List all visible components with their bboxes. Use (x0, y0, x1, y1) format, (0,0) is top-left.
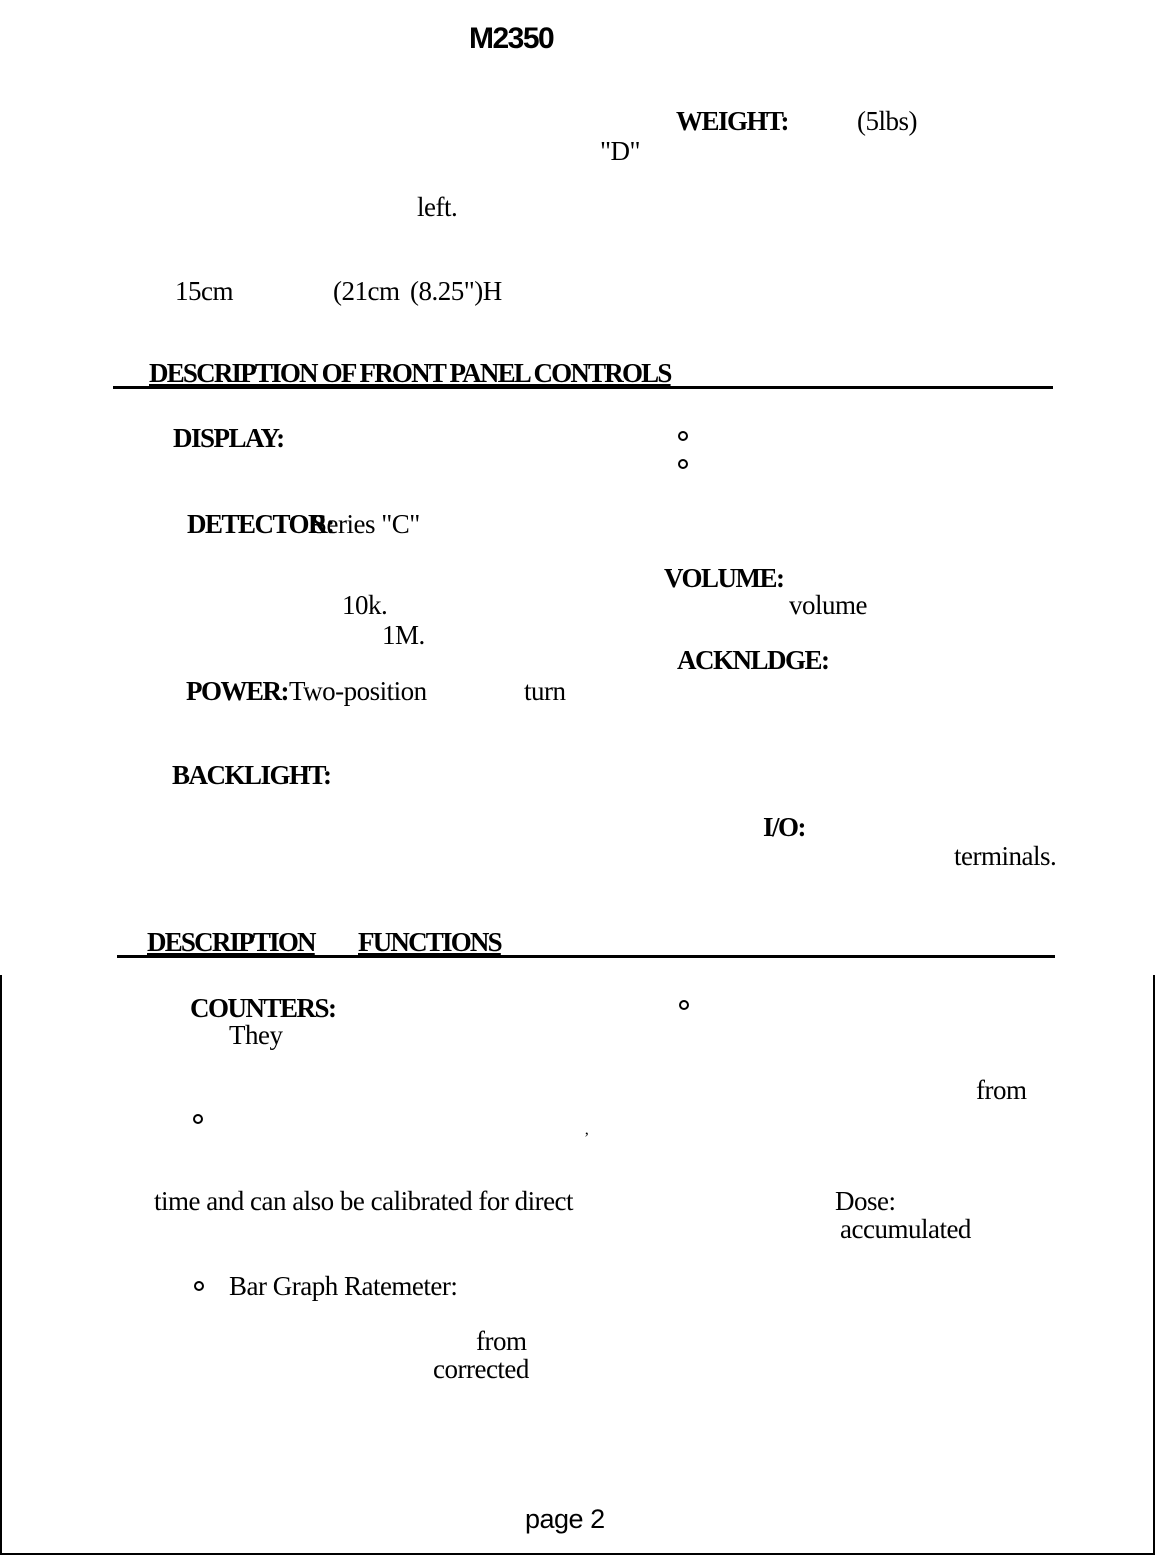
page-border-left (0, 975, 2, 1555)
turn-word: turn (524, 676, 566, 706)
functions-heading-left: DESCRIPTION (147, 927, 317, 957)
power-text: Two-position (289, 676, 427, 706)
backlight-label: BACKLIGHT: (172, 760, 332, 790)
volume-label: VOLUME: (664, 563, 785, 593)
bar-graph-label: Bar Graph Ratemeter: (229, 1271, 458, 1301)
battery-type-d: "D" (600, 136, 641, 166)
display-label: DISPLAY: (173, 423, 285, 453)
page-border-bottom (0, 1553, 1155, 1555)
left-word: left. (417, 192, 458, 222)
page-border-right (1153, 975, 1155, 1555)
corrected-word: corrected (433, 1354, 529, 1384)
bullet-icon (193, 1114, 203, 1124)
weight-label: WEIGHT: (676, 106, 790, 136)
accumulated-word: accumulated (840, 1214, 971, 1244)
section-rule-2 (117, 955, 1055, 958)
bullet-icon (194, 1281, 204, 1291)
page-number: page 2 (525, 1504, 605, 1534)
dimension-width: 15cm (175, 276, 234, 306)
weight-value: (5lbs) (857, 106, 918, 136)
bullet-icon (678, 459, 688, 469)
calibrated-line: time and can also be calibrated for dire… (154, 1186, 574, 1216)
range-1m: 1M. (382, 620, 425, 650)
detector-label: DETECTOR: (187, 509, 335, 539)
section-rule-1 (113, 386, 1053, 389)
acknowledge-label: ACKNLDGE: (677, 645, 830, 675)
detector-text: Series "C" (312, 509, 420, 539)
dimension-height-cm: (21cm (333, 276, 400, 306)
range-10k: 10k. (342, 590, 388, 620)
volume-text: volume (789, 590, 868, 620)
from-word-right: from (976, 1075, 1027, 1105)
bullet-icon (679, 1000, 689, 1010)
dose-label: Dose: (835, 1186, 896, 1216)
terminals-word: terminals. (954, 841, 1057, 871)
functions-heading-right: FUNCTIONS (358, 927, 503, 957)
from-word-left: from (476, 1326, 527, 1356)
they-word: They (229, 1020, 283, 1050)
stray-mark: ’ (584, 1130, 590, 1147)
io-label: I/O: (763, 812, 807, 842)
dimension-height-in: (8.25")H (410, 276, 502, 306)
bullet-icon (678, 431, 688, 441)
power-label: POWER: (186, 676, 290, 706)
model-title: M2350 (469, 22, 555, 55)
front-panel-heading: DESCRIPTION OF FRONT PANEL CONTROLS (149, 358, 672, 388)
counters-label: COUNTERS: (190, 993, 337, 1023)
